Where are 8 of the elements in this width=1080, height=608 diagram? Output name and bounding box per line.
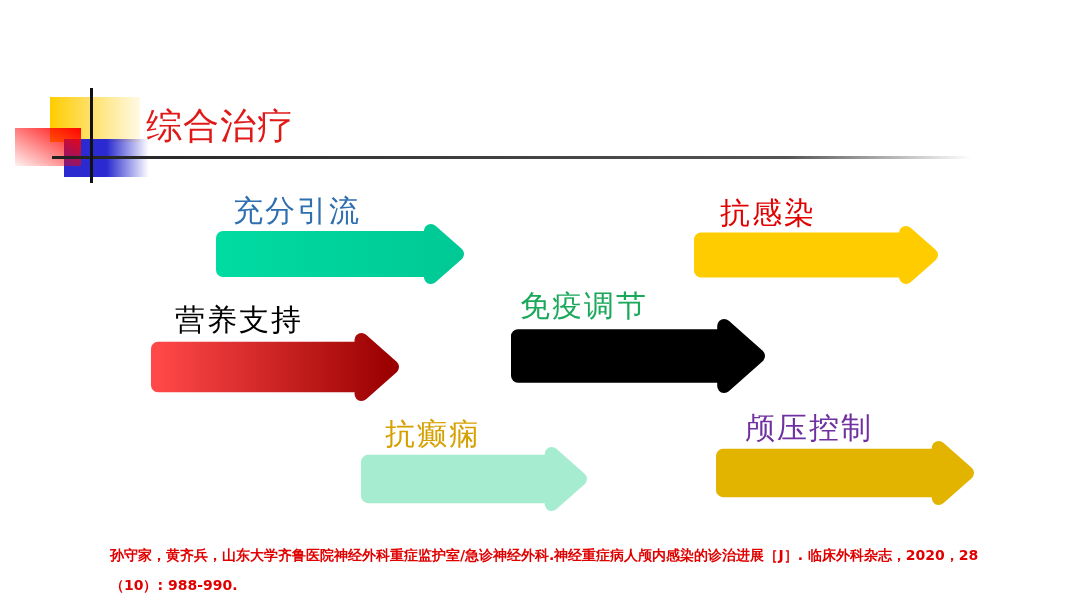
arrow-label: 颅压控制 xyxy=(745,410,873,446)
arrow-label: 抗癫痫 xyxy=(385,416,481,452)
arrow-label: 抗感染 xyxy=(720,195,816,231)
title: 综合治疗 xyxy=(146,104,294,148)
arrow-label: 营养支持 xyxy=(175,302,303,338)
arrow-label: 免疫调节 xyxy=(520,288,648,324)
citation-text: 孙守家，黄齐兵，山东大学齐鲁医院神经外科重症监护室/急诊神经外科.神经重症病人颅内感染的诊治进展［J］. 临床外科杂志，2020，28（10）: 988-990. xyxy=(110,546,980,595)
arrow-label: 充分引流 xyxy=(233,193,361,229)
